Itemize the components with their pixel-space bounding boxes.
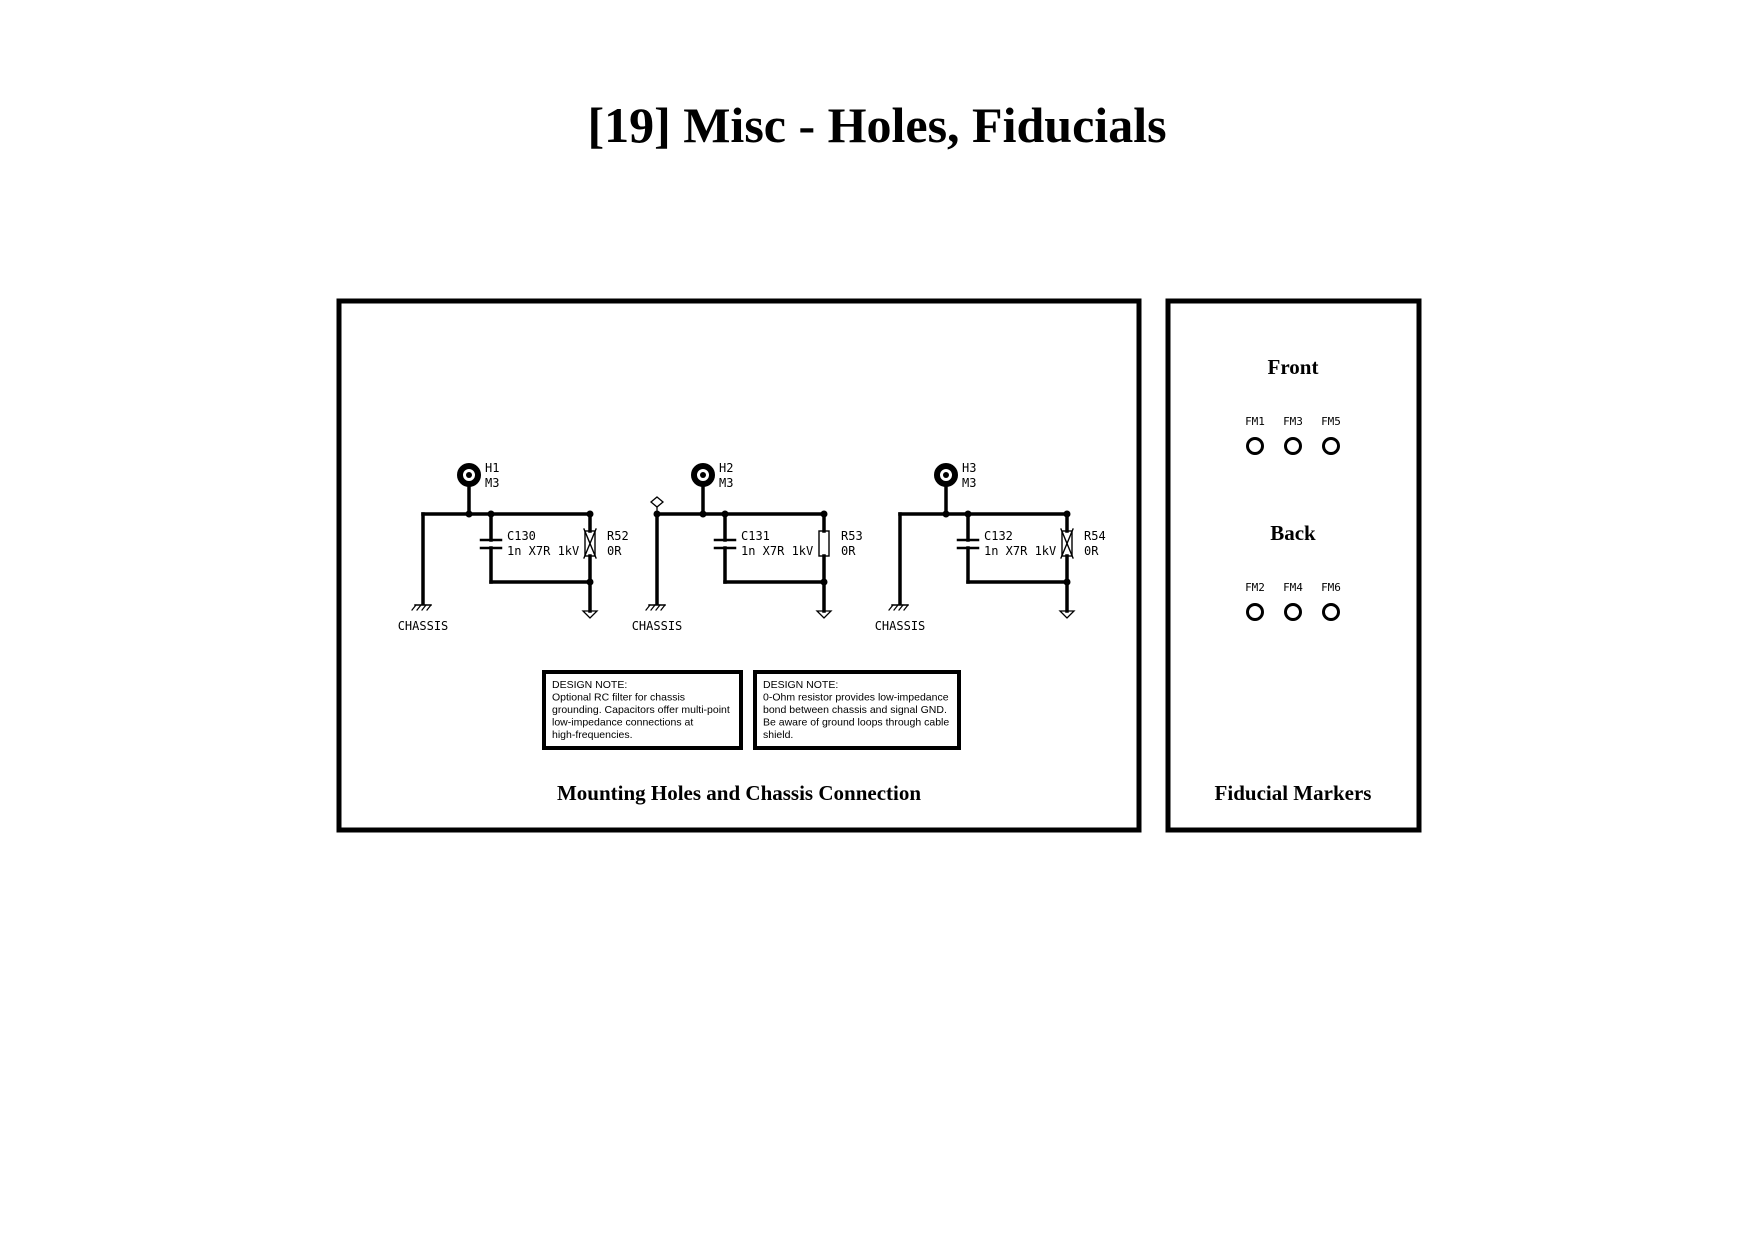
fiducial-panel-frame [1165, 298, 1422, 833]
chassis-ground-hatch [411, 604, 417, 611]
capacitor-value: 1n X7R 1kV [741, 544, 813, 558]
mounting-panel-title: Mounting Holes and Chassis Connection [557, 781, 921, 805]
fiducial-ref: FM4 [1283, 581, 1303, 594]
design-note-line: DESIGN NOTE: [763, 679, 838, 691]
capacitor-value: 1n X7R 1kV [507, 544, 579, 558]
fiducial-ref: FM6 [1321, 581, 1341, 594]
chassis-ground-hatch [421, 604, 427, 611]
chassis-label: CHASSIS [875, 619, 926, 633]
page-title: [19] Misc - Holes, Fiducials [587, 97, 1167, 153]
design-note-line: bond between chassis and signal GND. [763, 704, 947, 716]
design-note-line: high-frequencies. [552, 729, 633, 741]
design-note-line: Be aware of ground loops through cable [763, 717, 949, 729]
mounting-panel-frame [336, 298, 1142, 833]
capacitor-value: 1n X7R 1kV [984, 544, 1056, 558]
resistor-ref: R52 [607, 529, 629, 543]
resistor-value: 0R [607, 544, 622, 558]
design-note-line: Optional RC filter for chassis [552, 692, 685, 704]
resistor-ref: R53 [841, 529, 863, 543]
design-note-box: DESIGN NOTE:Optional RC filter for chass… [542, 670, 743, 750]
design-notes: DESIGN NOTE:Optional RC filter for chass… [542, 670, 961, 750]
fiducial-marker-icon [1246, 437, 1264, 455]
mounting-hole-center [466, 472, 472, 478]
fiducial-ref: FM1 [1245, 415, 1265, 428]
design-note-frame [753, 670, 961, 750]
ground-icon [1058, 610, 1076, 619]
chassis-ground-hatch [888, 604, 894, 611]
chassis-label: CHASSIS [632, 619, 683, 633]
fiducial-marker-icon [1246, 603, 1264, 621]
design-note-line: low-impedance connections at [552, 717, 693, 729]
resistor-icon [818, 530, 830, 557]
design-note-line: DESIGN NOTE: [552, 679, 627, 691]
hole-value: M3 [719, 476, 733, 490]
chassis-ground-hatch [893, 604, 899, 611]
junction-dot [699, 510, 707, 518]
fiducial-marker-icon [1284, 603, 1302, 621]
hole-value: M3 [962, 476, 976, 490]
fiducial-panel-title: Fiducial Markers [1215, 781, 1372, 805]
mounting-hole-center [943, 472, 949, 478]
junction-dot [820, 510, 828, 518]
test-point-icon [649, 496, 665, 508]
junction-dot [586, 510, 594, 518]
fiducial-marker-icon [1322, 603, 1340, 621]
junction-dot [942, 510, 950, 518]
design-note-line: 0-Ohm resistor provides low-impedance [763, 692, 949, 704]
ground-icon [815, 610, 833, 619]
hole-ref: H3 [962, 461, 976, 475]
capacitor-ref: C130 [507, 529, 536, 543]
mounting-hole-center [700, 472, 706, 478]
dnp-cross [1060, 528, 1074, 559]
fiducial-ref: FM5 [1321, 415, 1341, 428]
resistor-value: 0R [1084, 544, 1099, 558]
fiducial-group-label: Back [1270, 521, 1316, 545]
fiducial-marker-icon [1322, 437, 1340, 455]
ground-icon [581, 610, 599, 619]
capacitor-ref: C132 [984, 529, 1013, 543]
fiducial-ref: FM3 [1283, 415, 1303, 428]
capacitor-ref: C131 [741, 529, 770, 543]
hole-ref: H1 [485, 461, 499, 475]
chassis-label: CHASSIS [398, 619, 449, 633]
junction-dot [1063, 510, 1071, 518]
chassis-ground-hatch [660, 604, 666, 611]
design-note-line: grounding. Capacitors offer multi-point [552, 704, 730, 716]
junction-dot [465, 510, 473, 518]
resistor-ref: R54 [1084, 529, 1106, 543]
chassis-ground-hatch [903, 604, 909, 611]
hole-value: M3 [485, 476, 499, 490]
chassis-ground-hatch [655, 604, 661, 611]
design-note-box: DESIGN NOTE:0-Ohm resistor provides low-… [753, 670, 961, 750]
chassis-ground-hatch [650, 604, 656, 611]
design-note-frame [542, 670, 743, 750]
chassis-ground-hatch [645, 604, 651, 611]
chassis-ground-hatch [426, 604, 432, 611]
design-note-line: shield. [763, 729, 793, 741]
resistor-value: 0R [841, 544, 856, 558]
fiducial-group-label: Front [1268, 355, 1319, 379]
dnp-cross [583, 528, 597, 559]
fiducial-marker-icon [1284, 437, 1302, 455]
fiducial-ref: FM2 [1245, 581, 1265, 594]
chassis-ground-hatch [898, 604, 904, 611]
hole-ref: H2 [719, 461, 733, 475]
chassis-ground-hatch [416, 604, 422, 611]
